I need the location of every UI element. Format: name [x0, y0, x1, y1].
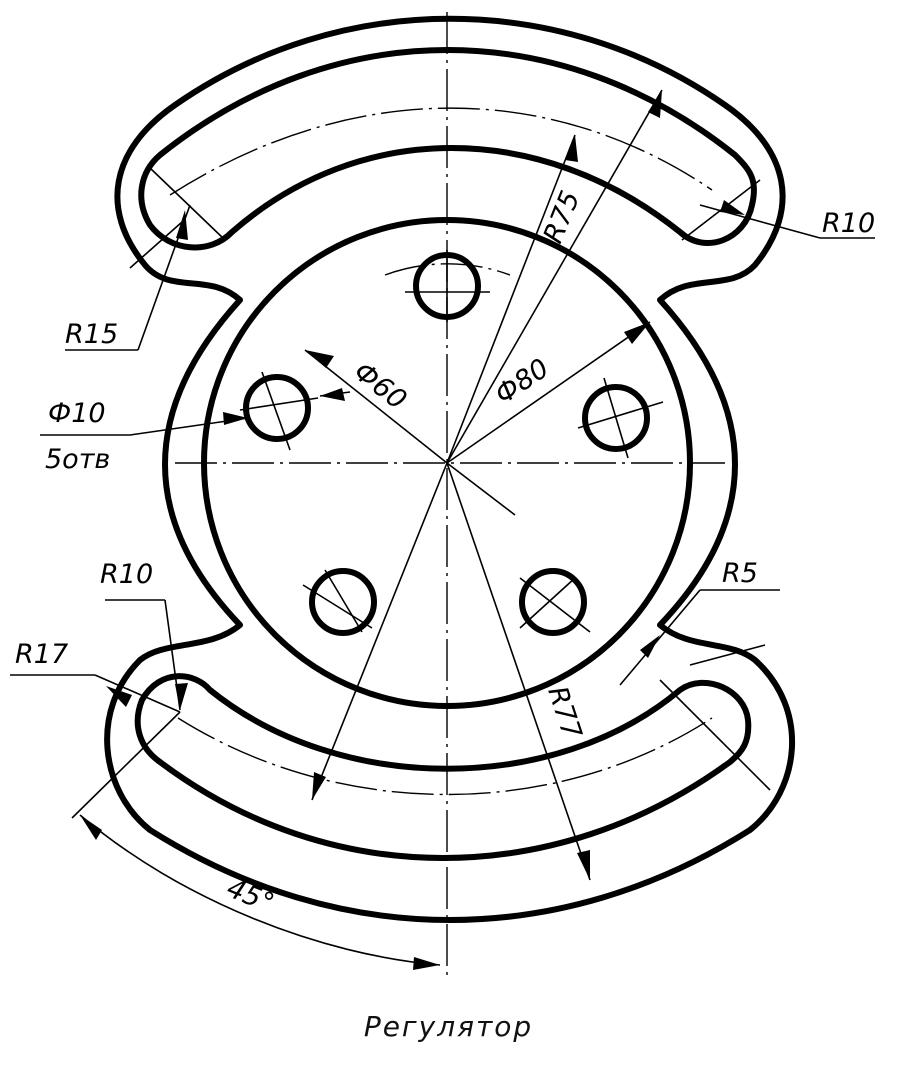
dim-dia60: Ф60: [348, 356, 412, 416]
dim-dia10: Ф10: [48, 398, 106, 429]
dim-r5: R5: [722, 558, 758, 589]
hole-left: [243, 374, 311, 442]
dim-r75: R75: [538, 187, 587, 248]
dim-dia80: Ф80: [490, 353, 555, 411]
dimension-lines: [10, 89, 875, 970]
dim-angle-45: 45°: [222, 873, 278, 920]
dim-holes: 5отв: [45, 444, 110, 475]
dim-r10-bottom: R10: [100, 559, 153, 590]
dim-r10-top: R10: [822, 208, 875, 239]
hole-bottom-right: [519, 568, 587, 636]
bottom-slot: [134, 673, 752, 861]
dim-r77: R77: [541, 683, 587, 743]
hole-right: [582, 384, 650, 452]
bottom-slot-centerline: [177, 717, 713, 796]
drawing-caption: Регулятор: [363, 1010, 534, 1043]
top-slot: [138, 47, 757, 251]
top-slot-centerline: [169, 107, 713, 196]
dim-r15: R15: [65, 319, 118, 350]
hole-bottom-left: [309, 568, 377, 636]
dim-r17: R17: [15, 639, 68, 670]
hole-crosshairs: [239, 250, 664, 633]
part-outer-contour: [104, 15, 796, 923]
